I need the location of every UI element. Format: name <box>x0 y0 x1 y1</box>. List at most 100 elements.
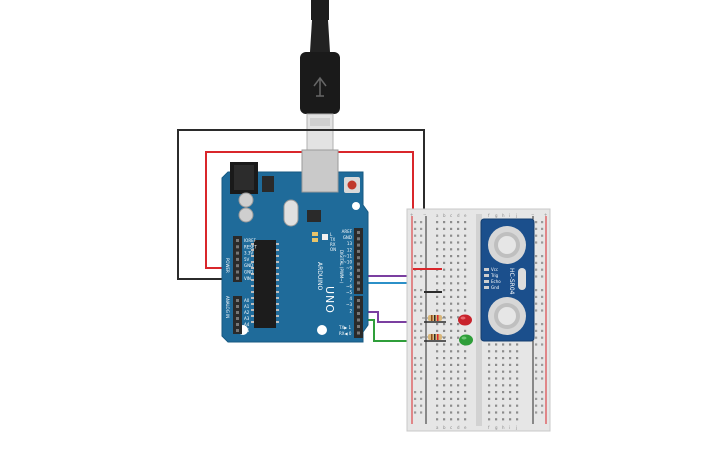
chip-pin <box>276 279 279 281</box>
rail-hole <box>535 309 538 312</box>
breadboard-hole <box>436 357 439 360</box>
chip-pin <box>276 303 279 305</box>
header-pin <box>357 299 360 302</box>
rail-hole <box>420 255 423 258</box>
onboard-led <box>322 234 328 240</box>
breadboard-hole <box>488 370 491 373</box>
power-pin-label: GND <box>244 263 253 268</box>
breadboard-hole <box>488 343 491 346</box>
column-label: d <box>457 425 460 430</box>
rail-hole <box>535 397 538 400</box>
analog-pin-label: A5 <box>244 328 250 333</box>
digital-pin-label: 2 <box>349 308 352 313</box>
header-pin <box>357 287 360 291</box>
voltage-regulator <box>262 176 274 192</box>
breadboard-hole <box>464 397 467 400</box>
breadboard-hole <box>495 350 498 353</box>
breadboard-hole <box>464 255 467 258</box>
header-pin <box>357 237 360 241</box>
chip-pin <box>251 267 254 269</box>
breadboard-hole <box>495 377 498 380</box>
rail-hole <box>414 221 417 224</box>
column-label: a <box>436 213 439 218</box>
breadboard-hole <box>457 363 460 366</box>
rail-hole <box>535 329 538 332</box>
breadboard-hole <box>457 397 460 400</box>
chip-pin <box>251 297 254 299</box>
rail-hole <box>535 343 538 346</box>
digital-pin-label: ~5 <box>346 290 352 295</box>
rail-hole <box>535 221 538 224</box>
rail-plus-symbol: + <box>544 212 547 217</box>
breadboard-hole <box>443 350 446 353</box>
rail-hole <box>414 227 417 230</box>
chip-pin <box>276 291 279 293</box>
breadboard-hole <box>443 289 446 292</box>
breadboard-hole <box>450 268 453 271</box>
breadboard-hole <box>488 418 491 421</box>
breadboard-hole <box>450 323 453 326</box>
breadboard-hole <box>450 404 453 407</box>
sensor-pin <box>484 286 489 289</box>
rail-hole <box>535 268 538 271</box>
rail-hole <box>414 241 417 244</box>
chip-pin <box>251 249 254 251</box>
breadboard-hole <box>436 323 439 326</box>
chip-pin <box>276 285 279 287</box>
breadboard-hole <box>443 363 446 366</box>
breadboard-hole <box>436 289 439 292</box>
power-pin-label: IOREF <box>244 238 257 243</box>
breadboard-hole <box>488 391 491 394</box>
analog-pin-label: A2 <box>244 310 250 315</box>
breadboard-hole <box>488 350 491 353</box>
breadboard-hole <box>457 411 460 414</box>
power-label: POWER <box>225 258 230 273</box>
rail-hole <box>414 289 417 292</box>
rail-hole <box>535 302 538 305</box>
breadboard-hole <box>450 329 453 332</box>
breadboard-hole <box>443 255 446 258</box>
breadboard-hole <box>464 261 467 264</box>
column-label: e <box>464 425 467 430</box>
chip-pin <box>251 261 254 263</box>
breadboard-hole <box>488 363 491 366</box>
chip-pin <box>251 285 254 287</box>
breadboard-hole <box>495 391 498 394</box>
usb-chip <box>307 210 321 222</box>
rail-hole <box>541 397 544 400</box>
breadboard-hole <box>436 282 439 285</box>
chip-pin <box>276 249 279 251</box>
breadboard-hole <box>457 384 460 387</box>
breadboard-hole <box>457 418 460 421</box>
breadboard-hole <box>464 248 467 251</box>
rail-hole <box>541 343 544 346</box>
breadboard-hole <box>443 275 446 278</box>
rail-hole <box>535 261 538 264</box>
rx-label: RX◀ 0 <box>339 331 352 336</box>
usb-b-socket <box>301 149 339 193</box>
breadboard-hole <box>436 363 439 366</box>
breadboard-hole <box>436 384 439 387</box>
breadboard-hole <box>436 343 439 346</box>
breadboard-hole <box>436 329 439 332</box>
rail-hole <box>414 295 417 298</box>
column-label: b <box>443 213 446 218</box>
rail-hole <box>420 370 423 373</box>
breadboard-hole <box>457 234 460 237</box>
breadboard-hole <box>464 404 467 407</box>
atmega328-chip <box>254 240 276 328</box>
rail-hole <box>414 323 417 326</box>
rail-hole <box>420 404 423 407</box>
rail-hole <box>420 363 423 366</box>
breadboard-hole <box>436 418 439 421</box>
breadboard-hole <box>457 289 460 292</box>
breadboard-hole <box>516 404 519 407</box>
rail-hole <box>420 241 423 244</box>
column-label: c <box>450 213 452 218</box>
breadboard-hole <box>436 350 439 353</box>
onboard-led <box>312 232 318 236</box>
breadboard-hole <box>509 397 512 400</box>
breadboard-hole <box>450 221 453 224</box>
header-pin <box>357 312 360 315</box>
breadboard-hole <box>436 370 439 373</box>
